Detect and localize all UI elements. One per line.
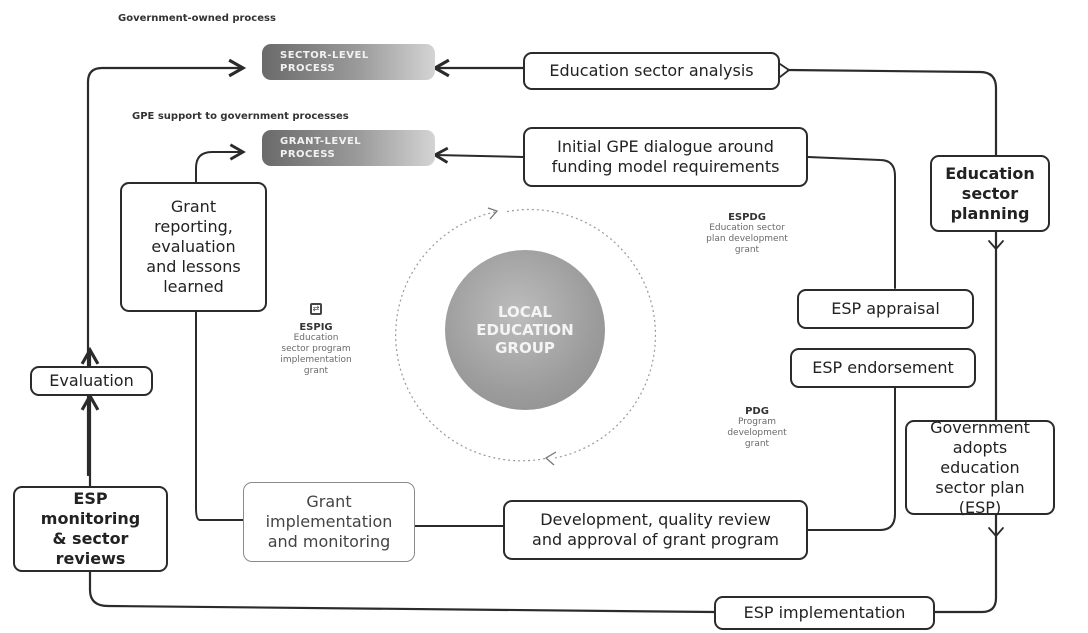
pdg-code: PDG: [745, 406, 769, 417]
government-adopts-line-2: adopts education: [940, 437, 1020, 477]
espdg-code: ESPDG: [728, 212, 766, 223]
education-sector-planning-box: Education sector planning: [930, 155, 1050, 232]
esp-implementation-label: ESP implementation: [743, 603, 906, 622]
initial-dialogue-box: Initial GPE dialogue around funding mode…: [523, 127, 808, 187]
esp-implementation-box: ESP implementation: [714, 596, 935, 630]
grant-level-line-2: PROCESS: [280, 149, 336, 160]
government-adopts-line-3: sector plan (ESP): [935, 477, 1025, 517]
espdg-label: ESPDG Education sector plan development …: [672, 212, 822, 256]
cycle-arc-left: [395, 211, 549, 462]
espdg-desc-line-1: Education sector: [709, 223, 785, 233]
pdg-desc-line-3: grant: [744, 439, 770, 449]
analysis-to-planning-line: [786, 68, 998, 157]
espig-label: ESPIG Education sector program implement…: [260, 322, 372, 377]
planning-line-3: planning: [950, 203, 1030, 223]
grant-level-process-pill: GRANT-LEVEL PROCESS: [262, 130, 435, 166]
esp-monitoring-line-1: ESP monitoring: [40, 489, 141, 528]
adopts-down-chevron: [988, 527, 1004, 538]
grant-exchange-icon: ⇄: [310, 303, 322, 315]
grant-implementation-line-2: implementation: [265, 512, 393, 531]
analysis-right-chevron: [779, 63, 791, 78]
grant-reporting-line-3: evaluation: [151, 237, 236, 256]
outer-left-line: [86, 58, 247, 477]
evaluation-label: Evaluation: [49, 371, 134, 390]
esp-endorsement-label: ESP endorsement: [812, 358, 954, 377]
development-review-line-1: Development, quality review: [540, 510, 771, 529]
grant-level-line-1: GRANT-LEVEL: [280, 136, 362, 147]
sector-level-line-1: SECTOR-LEVEL: [280, 50, 369, 61]
espig-code: ESPIG: [299, 322, 333, 333]
pdg-label: PDG Program development grant: [712, 406, 802, 450]
grant-reporting-line-5: learned: [163, 277, 224, 296]
esp-monitoring-box: ESP monitoring & sector reviews: [13, 486, 168, 572]
center-label-line-1: LOCAL: [498, 303, 552, 321]
education-sector-analysis-box: Education sector analysis: [523, 52, 780, 90]
grant-reporting-line-1: Grant: [170, 197, 217, 216]
espdg-desc-line-3: grant: [734, 245, 760, 255]
cycle-arrow-top: [487, 207, 499, 220]
endorsement-to-development-line: [807, 387, 896, 531]
pdg-desc-line-2: development: [727, 428, 787, 438]
adopts-to-implementation-line: [933, 513, 998, 614]
government-adopts-line-1: Government: [930, 417, 1030, 437]
espig-desc-line-1: Education: [293, 333, 339, 343]
espig-desc-line-2: sector program: [281, 344, 351, 354]
planning-down-chevron: [988, 240, 1004, 251]
sector-level-process-pill: SECTOR-LEVEL PROCESS: [262, 44, 435, 80]
esp-appraisal-label: ESP appraisal: [831, 299, 940, 318]
espdg-desc-line-2: plan development: [706, 234, 788, 244]
esp-endorsement-box: ESP endorsement: [790, 348, 976, 388]
legend-gpe-support: GPE support to government processes: [132, 111, 349, 122]
government-adopts-esp-box: Government adopts education sector plan …: [905, 417, 1055, 517]
planning-line-2: sector: [961, 183, 1019, 203]
dialogue-to-appraisal-line: [807, 156, 896, 289]
implementation-to-monitoring-line: [88, 570, 716, 614]
cycle-arrow-bottom: [544, 451, 557, 466]
local-education-group-circle: LOCAL EDUCATION GROUP: [445, 250, 605, 410]
initial-dialogue-line-1: Initial GPE dialogue around: [557, 137, 774, 156]
sector-level-line-2: PROCESS: [280, 63, 336, 74]
education-sector-analysis-label: Education sector analysis: [549, 61, 754, 80]
espig-desc-line-4: grant: [303, 366, 329, 376]
esp-appraisal-box: ESP appraisal: [797, 289, 974, 329]
grant-implementation-line-3: and monitoring: [267, 532, 391, 551]
grant-reporting-line-2: reporting,: [154, 217, 233, 236]
grant-pill-to-dialogue-line: [432, 146, 524, 164]
pdg-desc-line-1: Program: [738, 417, 776, 427]
espig-desc-line-3: implementation: [280, 355, 352, 365]
grant-loop-left-line: [195, 143, 246, 521]
legend-government-owned: Government-owned process: [118, 13, 276, 24]
center-label-line-2: EDUCATION: [476, 321, 574, 339]
development-review-box: Development, quality review and approval…: [503, 500, 808, 560]
center-label-line-3: GROUP: [495, 339, 555, 357]
grant-implementation-box: Grant implementation and monitoring: [243, 482, 415, 562]
development-review-line-2: and approval of grant program: [532, 530, 779, 549]
initial-dialogue-line-2: funding model requirements: [551, 157, 780, 176]
grant-reporting-line-4: and lessons: [146, 257, 241, 276]
grant-reporting-box: Grant reporting, evaluation and lessons …: [120, 182, 267, 312]
planning-line-1: Education: [945, 163, 1035, 183]
grant-implementation-line-1: Grant: [306, 492, 352, 511]
evaluation-box: Evaluation: [30, 366, 153, 396]
esp-monitoring-line-2: & sector reviews: [52, 529, 129, 568]
